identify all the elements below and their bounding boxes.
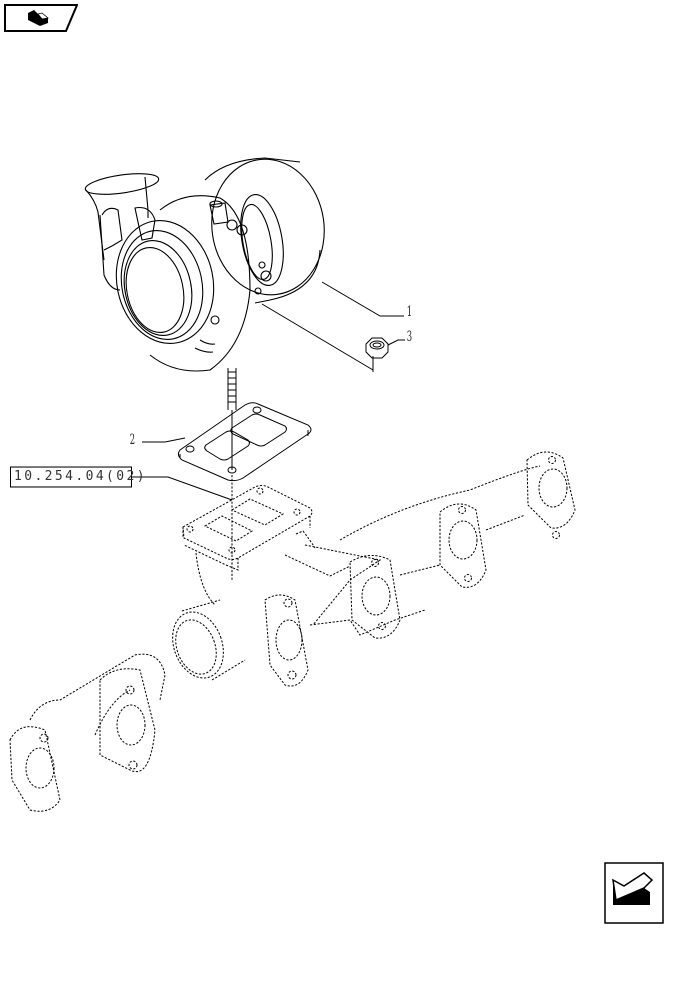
book-arrow-back-icon [4,4,79,32]
callout-3: 3 [406,329,413,345]
reference-leader [132,476,233,501]
gasket-illustration [177,402,312,482]
nut-leader [261,303,374,371]
callout-2-leader [142,437,186,443]
callout-1: 1 [406,304,413,320]
arrow-next-page-icon [604,862,664,924]
callout-1-leader [321,281,404,317]
callout-2: 2 [129,432,136,448]
exhaust-manifold-illustration [9,451,576,812]
stud-illustration [227,368,237,470]
previous-page-button[interactable] [4,4,79,32]
reference-label[interactable]: 10.254.04(02) [10,466,145,488]
turbocharger-illustration [84,157,325,372]
next-page-button[interactable] [604,862,664,924]
nut-illustration [365,337,405,359]
